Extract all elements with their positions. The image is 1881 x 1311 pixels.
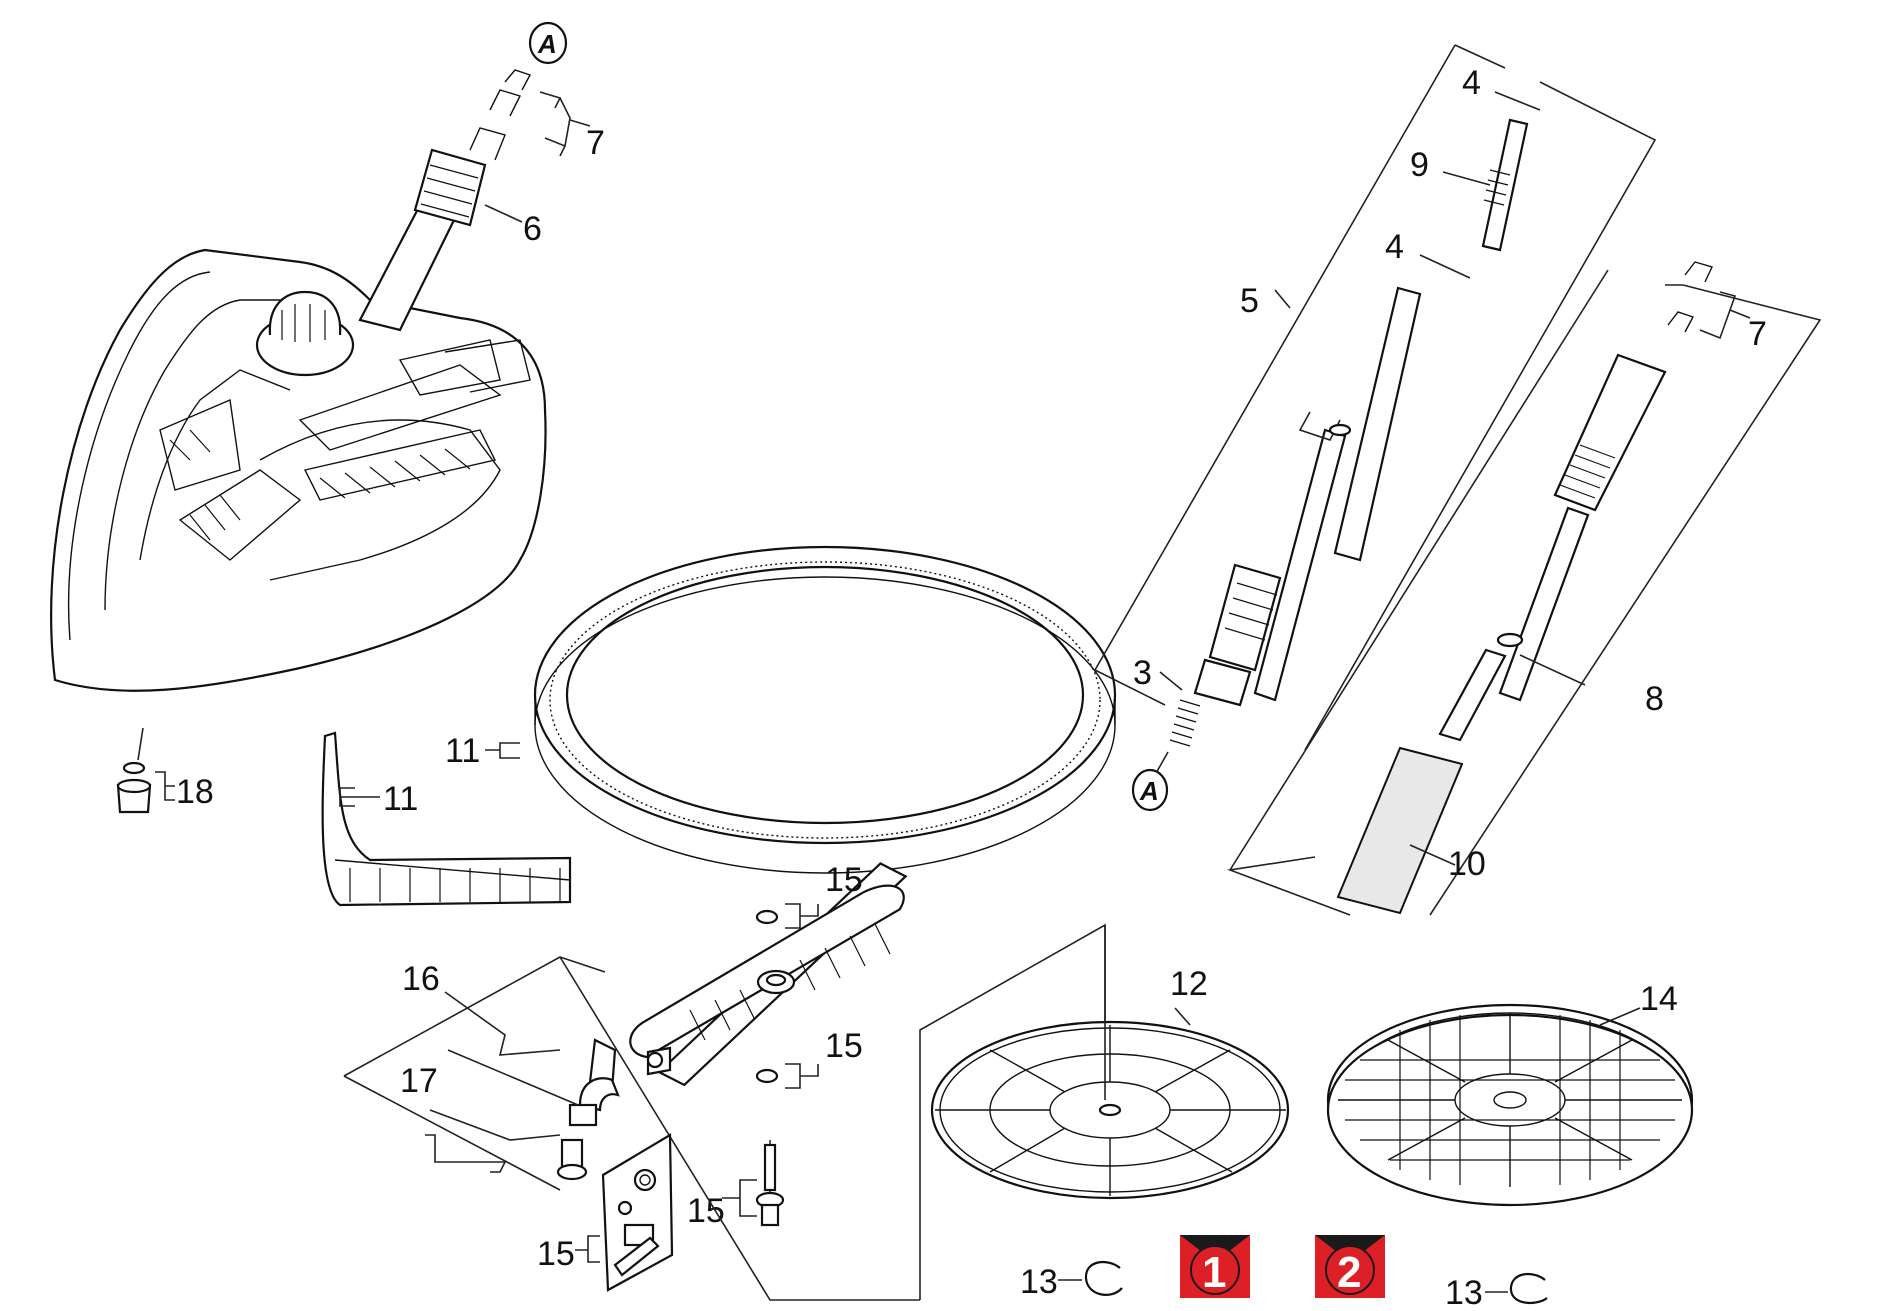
- label-15-left-text: 15: [537, 1235, 575, 1273]
- part-4-mid: 4: [1385, 228, 1471, 279]
- label-16-text: 16: [402, 960, 440, 998]
- part-5-lance: 5: [1193, 282, 1422, 707]
- cleaner-housing: [50, 69, 547, 692]
- label-18-text: 18: [176, 773, 214, 811]
- label-15-top-text: 15: [825, 861, 863, 899]
- label-14-text: 14: [1640, 980, 1678, 1018]
- part-17-nozzle: 17: [400, 1062, 588, 1181]
- label-11-strip: 11: [339, 780, 418, 818]
- label-8-text: 8: [1645, 680, 1664, 718]
- badge-1: 1: [1180, 1235, 1250, 1298]
- part-15-washer-top: 15: [755, 861, 863, 929]
- label-3-text: 3: [1133, 654, 1152, 692]
- callout-a-bottom: A: [1131, 751, 1169, 812]
- label-7-left-text: 7: [586, 124, 605, 162]
- badge-2: 2: [1315, 1235, 1385, 1298]
- label-4-top-text: 4: [1462, 64, 1481, 102]
- callout-a-top: A: [528, 21, 568, 65]
- part-18-nozzle: 18: [116, 727, 214, 814]
- label-17-text: 17: [400, 1062, 438, 1100]
- part-15-washer-mid: 15: [755, 1027, 863, 1089]
- lance-5-frame: [1093, 44, 1657, 751]
- part-12-disc: 12: [930, 925, 1290, 1200]
- part-16-elbow-nozzle: [447, 1049, 620, 1127]
- callout-a-bottom-text: A: [1139, 776, 1159, 806]
- part-7-right: 7: [1667, 261, 1767, 353]
- part-11-brush-ring: [533, 545, 1117, 874]
- label-4-mid-text: 4: [1385, 228, 1404, 266]
- badge-1-text: 1: [1202, 1248, 1226, 1297]
- label-6-text: 6: [523, 210, 542, 248]
- label-9-text: 9: [1410, 146, 1429, 184]
- part-15-pin: 15: [687, 1140, 785, 1230]
- callout-a-top-text: A: [537, 29, 557, 59]
- part-9-quick-coupling: 9: [1410, 118, 1529, 252]
- part-13-circlip-left: 13: [1020, 1260, 1123, 1301]
- rotor-arm: [629, 862, 908, 1087]
- label-7-left: 7: [539, 91, 605, 162]
- label-12-text: 12: [1170, 965, 1208, 1003]
- part-8-trigger-gun: 8: [1438, 353, 1667, 742]
- label-15-bottom-text: 15: [687, 1192, 725, 1230]
- label-13-left-text: 13: [1020, 1263, 1058, 1301]
- label-6: 6: [484, 204, 542, 248]
- part-10-label-sticker: 10: [1336, 746, 1486, 915]
- part-16-connector: 16: [402, 960, 672, 1092]
- nozzle-holder-plate: 15: [537, 1133, 674, 1292]
- label-10-text: 10: [1448, 845, 1486, 883]
- label-13-right-text: 13: [1445, 1274, 1483, 1306]
- label-5-text: 5: [1240, 282, 1259, 320]
- badge-2-text: 2: [1337, 1248, 1361, 1297]
- part-4-top: 4: [1462, 64, 1541, 111]
- part-14-disc: 14: [1326, 980, 1694, 1207]
- part-3-spring: 3: [1133, 654, 1201, 747]
- label-11-strip-text: 11: [383, 780, 418, 818]
- label-15-mid-text: 15: [825, 1027, 863, 1065]
- label-11-ring: 11: [445, 732, 520, 770]
- label-7-right-text: 7: [1748, 315, 1767, 353]
- lance-8-frame: [1226, 269, 1822, 916]
- part-13-circlip-right: 13: [1445, 1272, 1548, 1311]
- part-11-brush-strip: [321, 731, 572, 907]
- label-11-ring-text: 11: [445, 732, 480, 770]
